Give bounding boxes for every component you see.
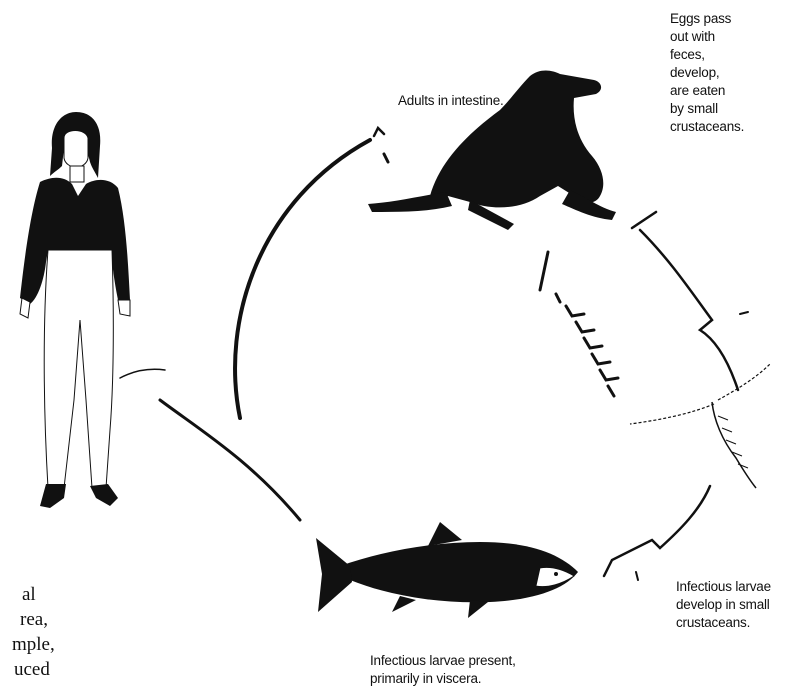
crustacean-body [712, 402, 756, 488]
cropped-text-line: al [0, 582, 55, 607]
human-pants [44, 250, 113, 488]
fish [316, 522, 578, 618]
cropped-text-line: uced [0, 657, 55, 682]
arc-left-tick-mid [384, 154, 388, 162]
crustacean-segments [718, 416, 748, 468]
human-shoe-left [40, 484, 66, 508]
label-crustacean-line: Infectious larvae [676, 578, 771, 596]
arc-seal-down [540, 252, 548, 290]
label-crustacean-line: crustaceans. [676, 614, 771, 632]
human-shoe-right [90, 484, 118, 506]
crustacean [630, 364, 770, 488]
label-crustacean: Infectious larvae develop in small crust… [676, 578, 771, 632]
arc-right-dash [740, 312, 748, 314]
crustacean-antenna-left [630, 404, 714, 424]
label-eggs-line: crustaceans. [670, 118, 744, 136]
fish-eye [554, 572, 558, 576]
cropped-text-line: rea, [0, 607, 55, 632]
arc-human-fish [160, 400, 300, 520]
label-eggs-line: out with [670, 28, 744, 46]
arc-fish-small [636, 572, 638, 580]
cropped-text-line: mple, [0, 632, 55, 657]
label-eggs-line: Eggs pass [670, 10, 744, 28]
human-face [64, 131, 88, 168]
arc-crustacean-fish [604, 486, 710, 576]
arc-human-tick [120, 369, 165, 378]
label-eggs: Eggs pass out with feces, develop, are e… [670, 10, 744, 136]
human-figure [20, 112, 130, 508]
label-adults: Adults in intestine. [398, 92, 504, 110]
label-eggs-line: by small [670, 100, 744, 118]
arc-right-outer [632, 212, 738, 390]
label-crustacean-line: develop in small [676, 596, 771, 614]
sea-lion-rear-flipper [368, 192, 452, 212]
label-eggs-line: develop, [670, 64, 744, 82]
human-neck [70, 166, 84, 182]
label-fish-line: Infectious larvae present, [370, 652, 516, 670]
fish-dorsal-fin [428, 522, 462, 546]
label-eggs-line: feces, [670, 46, 744, 64]
label-fish: Infectious larvae present, primarily in … [370, 652, 516, 688]
fish-tail [316, 538, 352, 612]
cropped-body-text: al rea, mple, uced [0, 582, 55, 682]
human-hand-left [20, 298, 30, 318]
arc-seal-down-2 [556, 294, 560, 302]
human-hand-right [118, 300, 130, 316]
arc-left-tick-top [374, 128, 384, 136]
crustacean-antenna-right [718, 364, 770, 400]
label-fish-line: primarily in viscera. [370, 670, 516, 688]
egg-ladder [566, 306, 618, 396]
arc-left-main [235, 140, 370, 418]
label-eggs-line: are eaten [670, 82, 744, 100]
